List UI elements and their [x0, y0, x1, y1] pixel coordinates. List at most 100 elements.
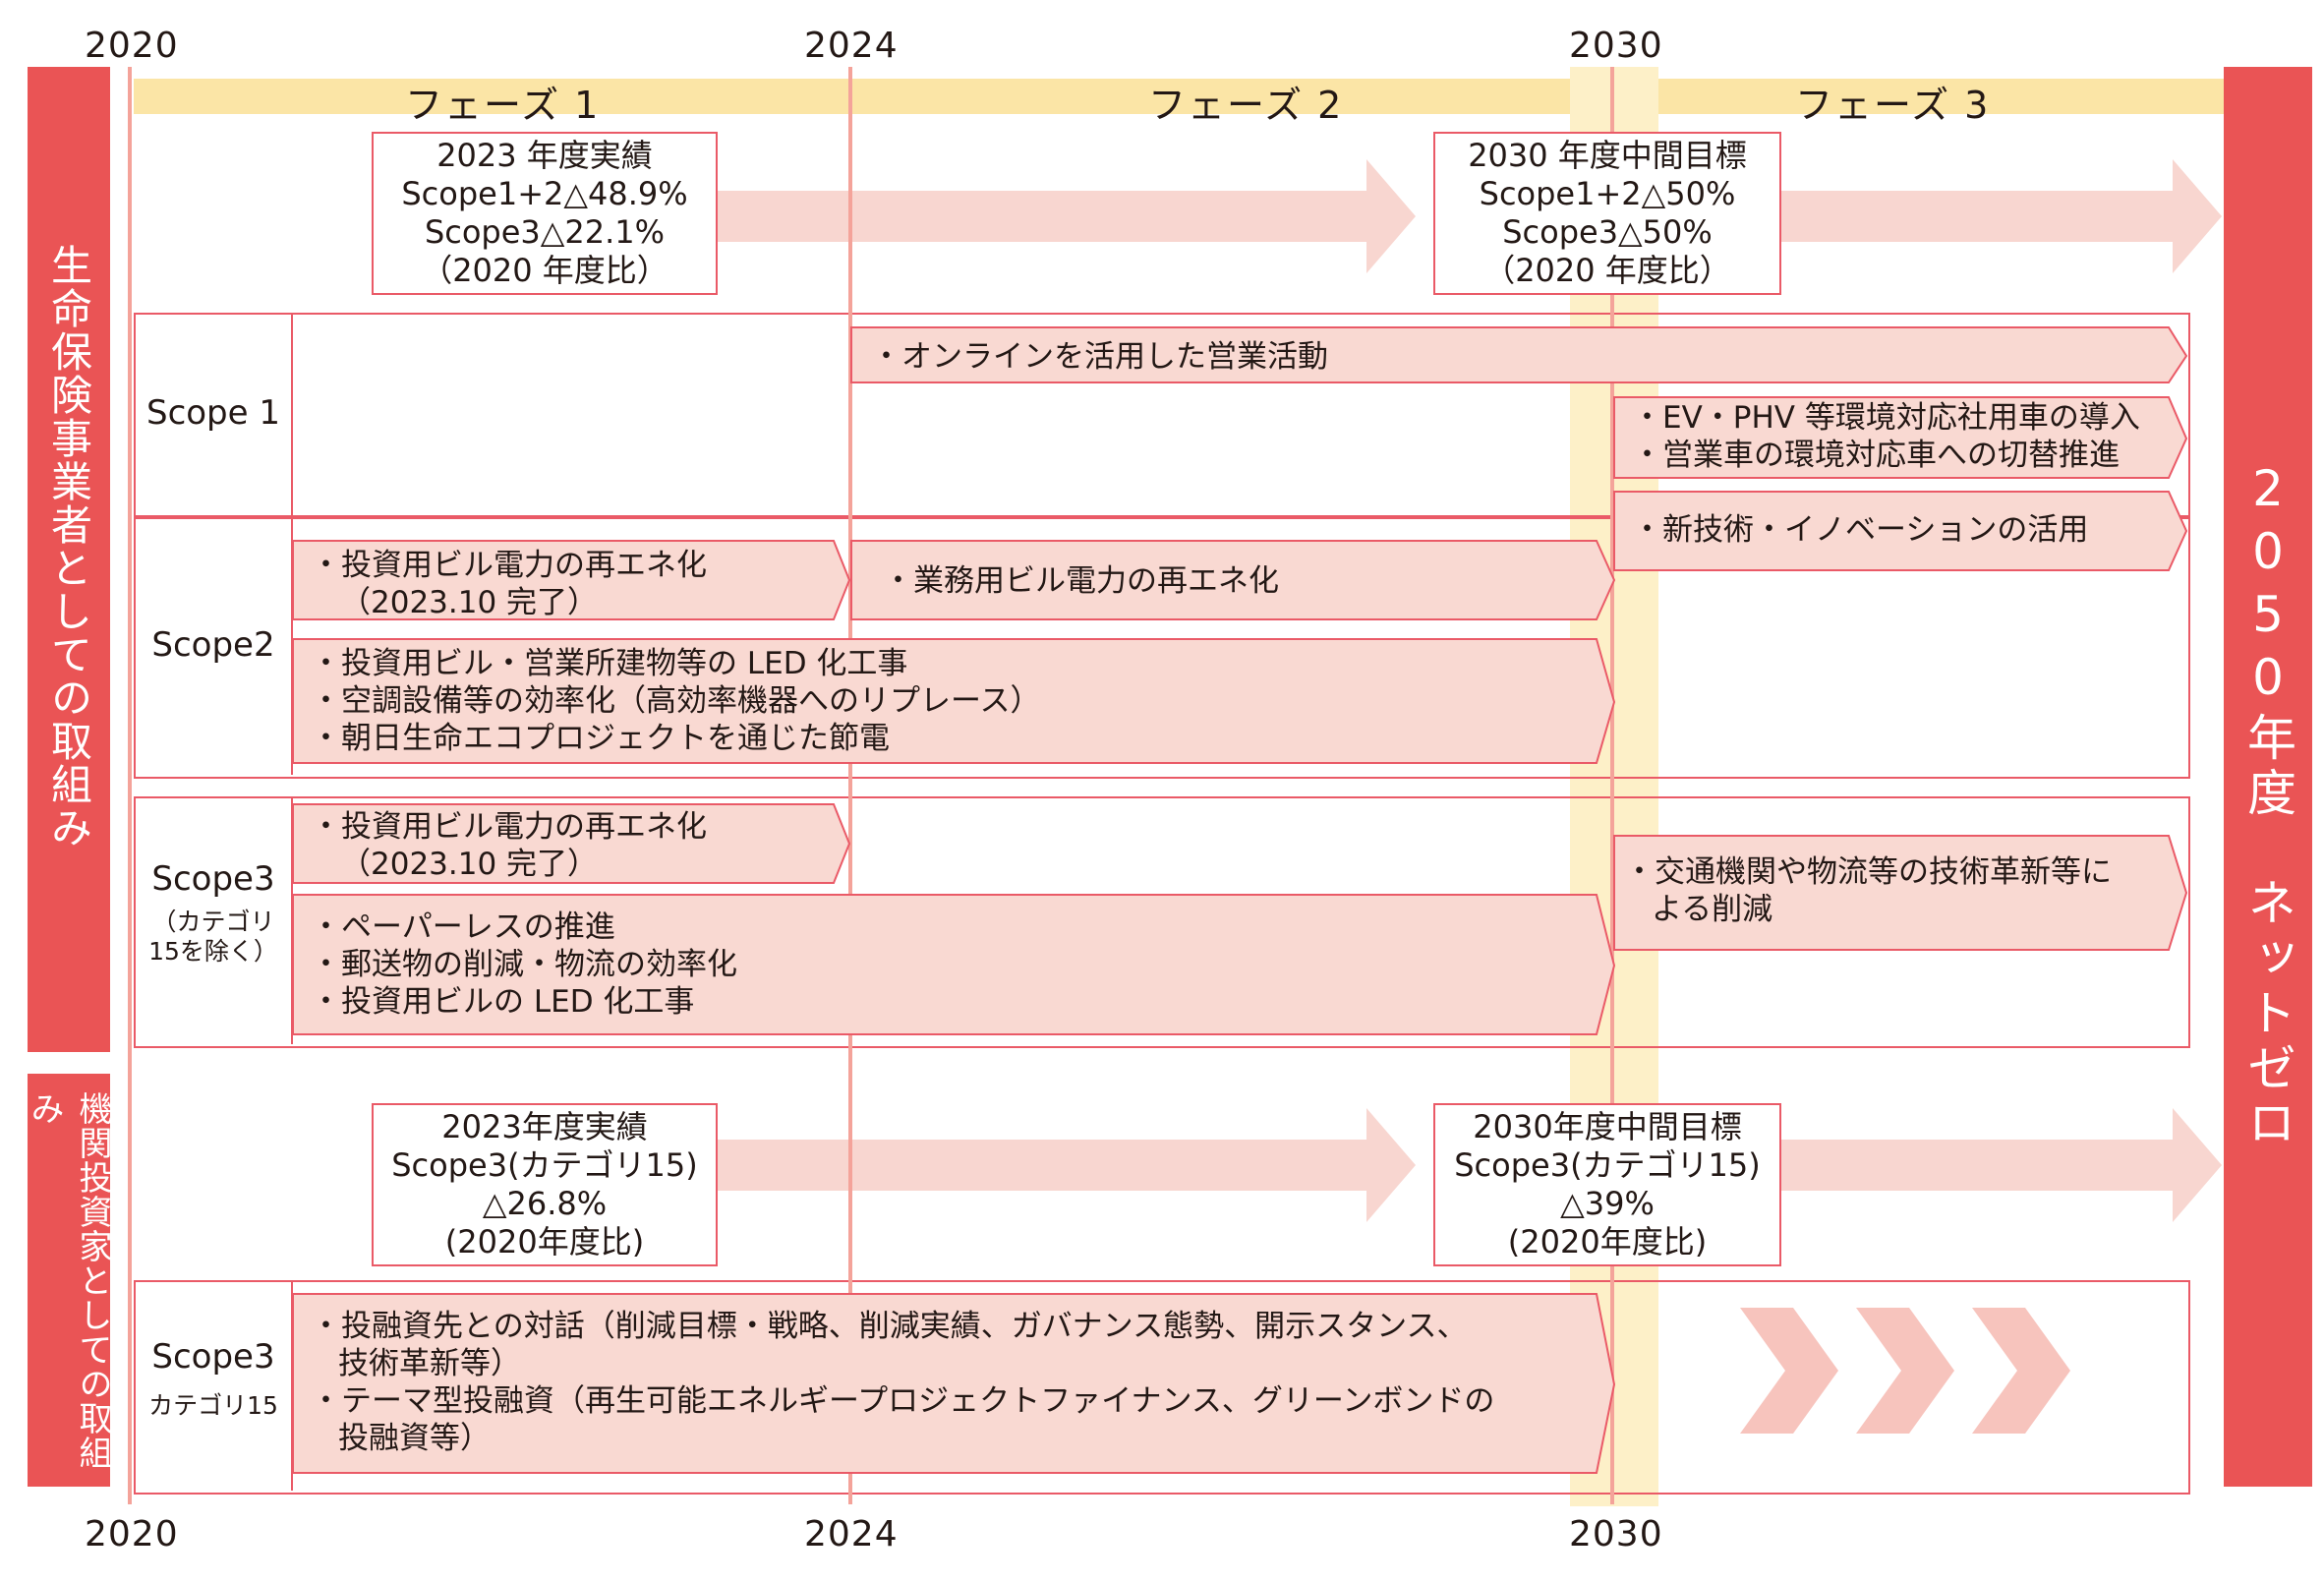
inv-dialogue-line4: 投融資等） [338, 1421, 491, 1456]
investor-progress-arrow-1 [713, 1108, 1416, 1222]
life-goal-2030-line3: Scope3△50% [1502, 213, 1713, 251]
investor-scope3-row [134, 1280, 2190, 1495]
life-goal-2030-line1: 2030 年度中間目標 [1468, 136, 1747, 174]
scope1-label: Scope 1 [136, 393, 291, 434]
life-insurer-side-text: 生命保険事業者としての取組み [44, 244, 93, 850]
s3-transport-arrow [1613, 835, 2188, 951]
life-progress-arrow-2 [1774, 159, 2222, 273]
inv-dialogue-line3: ・テーマ型投融資（再生可能エネルギープロジェクトファイナンス、グリーンボンドの [311, 1383, 1495, 1419]
s2-led-text: ・投資用ビル・営業所建物等の LED 化工事 ・空調設備等の効率化（高効率機器へ… [311, 645, 1040, 757]
life-goal-2030-line2: Scope1+2△50% [1479, 174, 1736, 212]
investor-goal-2030-line4: (2020年度比) [1507, 1223, 1708, 1261]
s1-ev-line2: ・営業車の環境対応車への切替推進 [1632, 438, 2120, 473]
s3-transport-text: ・交通機関や物流等の技術革新等に よる削減 [1624, 853, 2112, 928]
life-actual-2023-line1: 2023 年度実績 [436, 136, 653, 174]
investor-goal-2030-line2: Scope3(カテゴリ15) [1454, 1145, 1761, 1184]
investor-actual-2023-line2: Scope3(カテゴリ15) [391, 1145, 698, 1184]
scope2-label: Scope2 [136, 625, 291, 666]
year-bottom-2020: 2020 [85, 1514, 179, 1554]
year-top-2020: 2020 [85, 26, 179, 66]
s1-ev-text: ・EV・PHV 等環境対応社用車の導入 ・営業車の環境対応車への切替推進 [1632, 399, 2140, 474]
s3-paperless-line1: ・ペーパーレスの推進 [311, 909, 615, 945]
chevron-right-icon [1740, 1308, 1838, 1434]
life-actual-2023-line2: Scope1+2△48.9% [401, 174, 688, 212]
s2-led-line1: ・投資用ビル・営業所建物等の LED 化工事 [311, 646, 908, 681]
scope1-row [134, 313, 2190, 519]
s3-invest-re-line2: （2023.10 完了） [340, 847, 599, 882]
investor-actual-2023-box: 2023年度実績 Scope3(カテゴリ15) △26.8% (2020年度比) [372, 1103, 718, 1266]
year-2030-highlight [1570, 67, 1658, 1506]
investor-scope3-label: Scope3 カテゴリ15 [136, 1337, 291, 1421]
chevron-right-icon [1856, 1308, 1954, 1434]
investor-actual-2023-line1: 2023年度実績 [441, 1107, 648, 1145]
scope3-row [134, 796, 2190, 1048]
net-zero-goal-column: 2050年度 ネットゼロ [2224, 67, 2312, 1487]
scope3-label: Scope3 （カテゴリ 15を除く） [136, 859, 291, 967]
year-bottom-2024: 2024 [804, 1514, 899, 1554]
s3-paperless-line2: ・郵送物の削減・物流の効率化 [311, 947, 737, 982]
s1-ev-line1: ・EV・PHV 等環境対応社用車の導入 [1632, 400, 2140, 436]
investor-actual-2023-line3: △26.8% [482, 1185, 608, 1222]
s2-invest-re-arrow [292, 540, 851, 620]
year-top-2030: 2030 [1569, 26, 1663, 66]
s3-transport-line1: ・交通機関や物流等の技術革新等に [1624, 854, 2112, 890]
investor-side-label: 機関投資家としての取組み [25, 1074, 112, 1487]
scope1-label-text: Scope 1 [145, 393, 281, 433]
life-actual-2023-line4: （2020 年度比） [421, 252, 668, 290]
investor-goal-2030-line3: △39% [1560, 1185, 1655, 1222]
s2-led-arrow [292, 638, 1616, 764]
s1-newtech-arrow [1613, 491, 2188, 571]
s2-led-line2: ・空調設備等の効率化（高効率機器へのリプレース） [311, 683, 1041, 719]
investor-scope3-sub: カテゴリ15 [148, 1390, 278, 1420]
s2-business-re-text: ・業務用ビル電力の再エネ化 [883, 563, 1279, 599]
life-goal-2030-line4: （2020 年度比） [1483, 252, 1731, 290]
inv-dialogue-text: ・投融資先との対話（削減目標・戦略、削減実績、ガバナンス態勢、開示スタンス、 技… [311, 1308, 1494, 1457]
timeline-2024 [848, 67, 852, 1504]
timeline-2030 [1610, 67, 1614, 1504]
investor-progress-arrow-2 [1774, 1108, 2222, 1222]
inv-dialogue-arrow [292, 1293, 1616, 1474]
scope2-label-text: Scope2 [151, 625, 275, 665]
life-goal-2030-box: 2030 年度中間目標 Scope1+2△50% Scope3△50% （202… [1433, 132, 1781, 295]
s2-led-line3: ・朝日生命エコプロジェクトを通じた節電 [311, 721, 890, 756]
s3-paperless-arrow [292, 894, 1616, 1035]
life-actual-2023-box: 2023 年度実績 Scope1+2△48.9% Scope3△22.1% （2… [372, 132, 718, 295]
s3-invest-re-line1: ・投資用ビル電力の再エネ化 [311, 809, 707, 845]
inv-dialogue-line2: 技術革新等） [338, 1346, 521, 1381]
phase-bar [134, 79, 2224, 114]
phase-2-label: フェーズ 2 [1148, 84, 1344, 127]
s1-online-text: ・オンラインを活用した営業活動 [871, 339, 1328, 375]
scope3-sub-line1: （カテゴリ [151, 907, 275, 936]
scope3-sub-line2: 15を除く） [148, 936, 278, 966]
scope3-label-text: Scope3 [151, 859, 275, 899]
s3-invest-re-arrow [292, 803, 851, 884]
s3-paperless-line3: ・投資用ビルの LED 化工事 [311, 984, 695, 1020]
investor-goal-2030-line1: 2030年度中間目標 [1473, 1107, 1742, 1145]
s3-invest-re-text: ・投資用ビル電力の再エネ化 （2023.10 完了） [311, 808, 707, 883]
s1-ev-arrow [1613, 396, 2188, 479]
chevron-right-icon [1972, 1308, 2070, 1434]
investor-scope3-label-text: Scope3 [151, 1337, 275, 1377]
life-insurer-side-label: 生命保険事業者としての取組み [28, 67, 110, 1052]
s3-paperless-text: ・ペーパーレスの推進 ・郵送物の削減・物流の効率化 ・投資用ビルの LED 化工… [311, 909, 737, 1021]
s2-invest-re-line2: （2023.10 完了） [340, 585, 599, 620]
s2-invest-re-text: ・投資用ビル電力の再エネ化 （2023.10 完了） [311, 547, 707, 621]
net-zero-goal-text: 2050年度 ネットゼロ [2239, 460, 2296, 1152]
life-progress-arrow-1 [713, 159, 1416, 273]
s2-invest-re-line1: ・投資用ビル電力の再エネ化 [311, 548, 707, 583]
s1-newtech-text: ・新技術・イノベーションの活用 [1632, 512, 2089, 548]
year-top-2024: 2024 [804, 26, 899, 66]
investor-side-text: 機関投資家としての取組み [25, 1091, 112, 1470]
life-actual-2023-line3: Scope3△22.1% [424, 213, 666, 251]
investor-actual-2023-line4: (2020年度比) [444, 1223, 645, 1261]
s2-business-re-arrow [850, 540, 1616, 620]
inv-dialogue-line1: ・投融資先との対話（削減目標・戦略、削減実績、ガバナンス態勢、開示スタンス、 [311, 1309, 1468, 1344]
s1-online-arrow-shape [850, 326, 2188, 383]
s3-transport-line2: よる削減 [1652, 892, 1773, 927]
phase-3-label: フェーズ 3 [1795, 84, 1991, 127]
phase-1-label: フェーズ 1 [405, 84, 601, 127]
investor-goal-2030-box: 2030年度中間目標 Scope3(カテゴリ15) △39% (2020年度比) [1433, 1103, 1781, 1266]
timeline-2020 [128, 67, 132, 1504]
year-bottom-2030: 2030 [1569, 1514, 1663, 1554]
scope2-row [134, 515, 2190, 779]
